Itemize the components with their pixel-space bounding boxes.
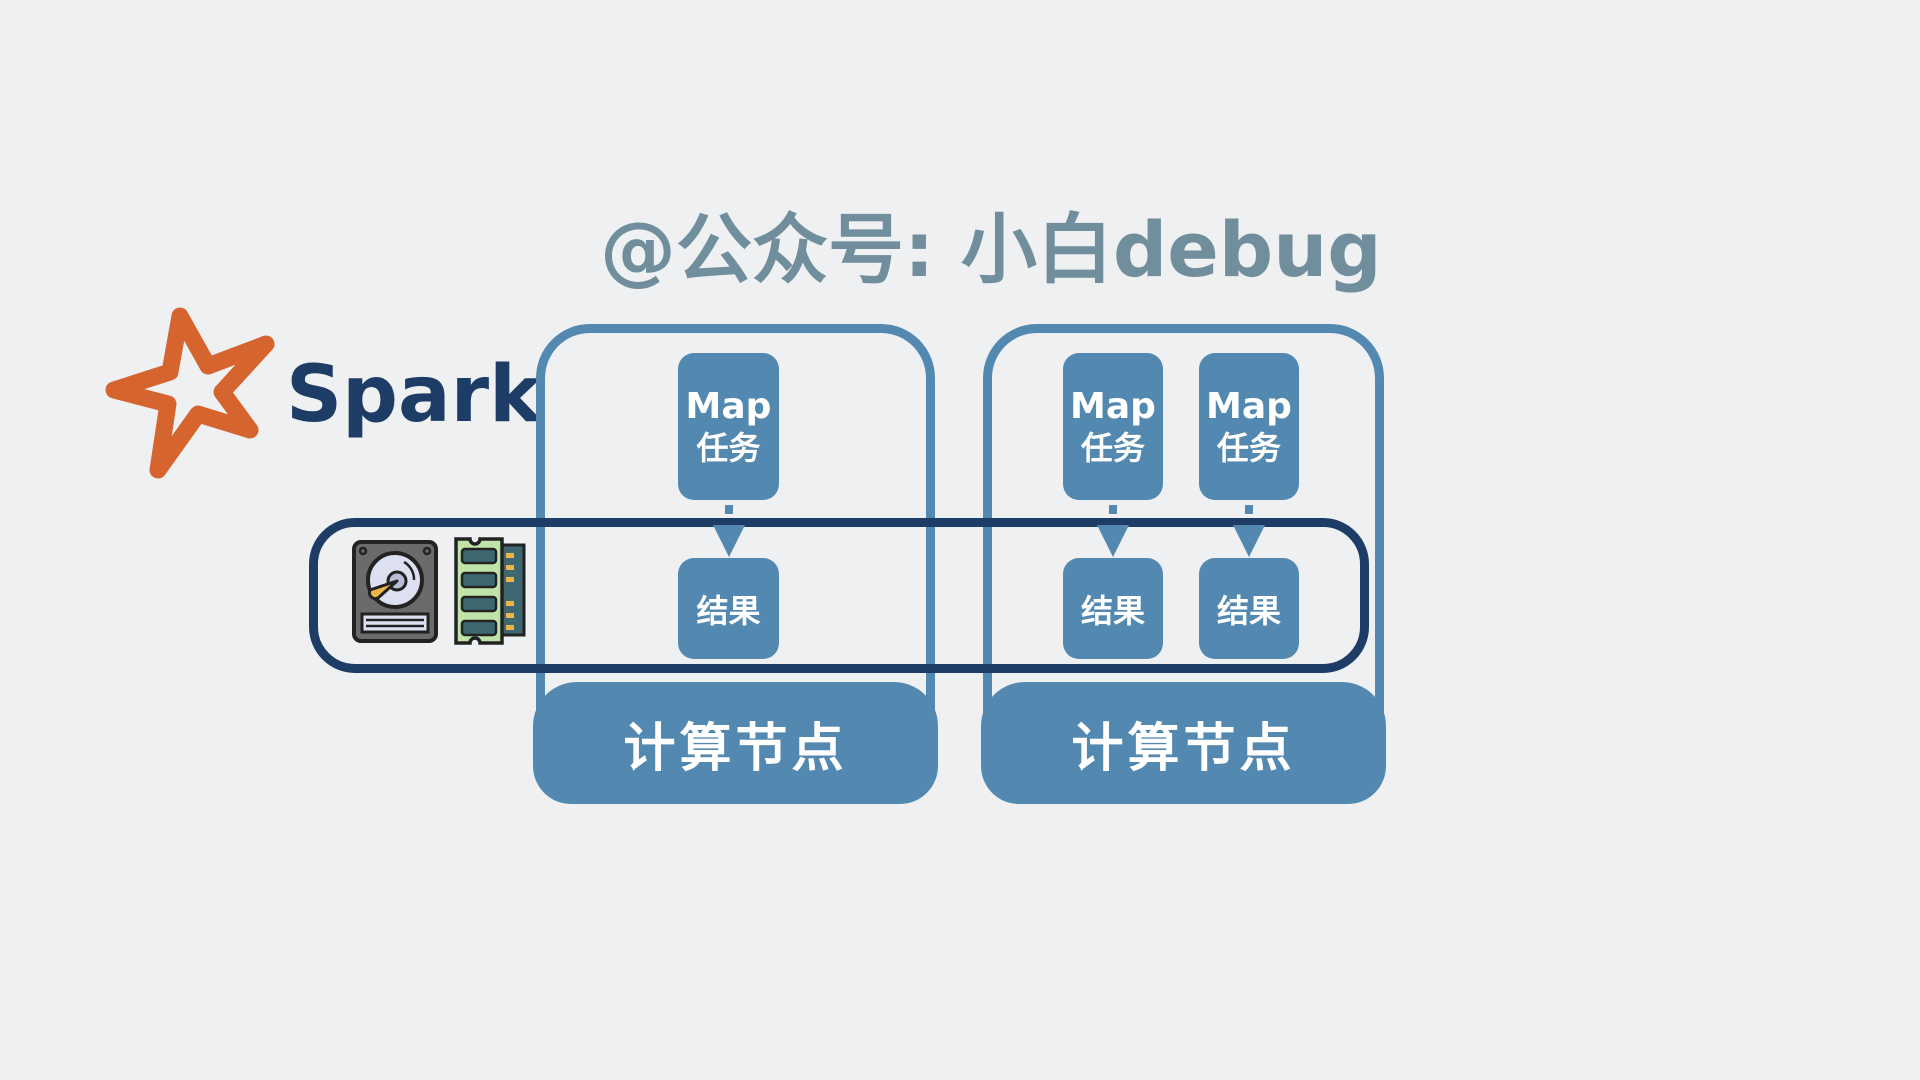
- ram-memory-icon: [454, 537, 526, 645]
- map-task[interactable]: Map 任务: [1199, 353, 1299, 500]
- arrow-down-icon: [1233, 505, 1265, 557]
- result-box[interactable]: 结果: [678, 558, 779, 659]
- map-task[interactable]: Map 任务: [1063, 353, 1163, 500]
- compute-node-label: 计算节点: [981, 682, 1386, 804]
- arrow-down-icon: [1097, 505, 1129, 557]
- map-task-label: Map: [1206, 385, 1292, 427]
- result-box[interactable]: 结果: [1199, 558, 1299, 659]
- watermark-title: @公众号: 小白debug: [600, 205, 1382, 294]
- result-box[interactable]: 结果: [1063, 558, 1163, 659]
- map-task-sublabel: 任务: [1080, 428, 1145, 467]
- hard-disk-icon: [352, 540, 438, 643]
- map-task-label: Map: [685, 385, 772, 427]
- spark-logo-text: Spark: [286, 350, 541, 440]
- map-task-label: Map: [1070, 385, 1156, 427]
- arrow-down-icon: [713, 505, 745, 557]
- compute-node-label: 计算节点: [533, 682, 938, 804]
- map-task-sublabel: 任务: [1216, 428, 1281, 467]
- map-task[interactable]: Map 任务: [678, 353, 779, 500]
- spark-star-icon: [105, 307, 275, 479]
- map-task-sublabel: 任务: [696, 428, 761, 467]
- storage-band: [309, 518, 1369, 673]
